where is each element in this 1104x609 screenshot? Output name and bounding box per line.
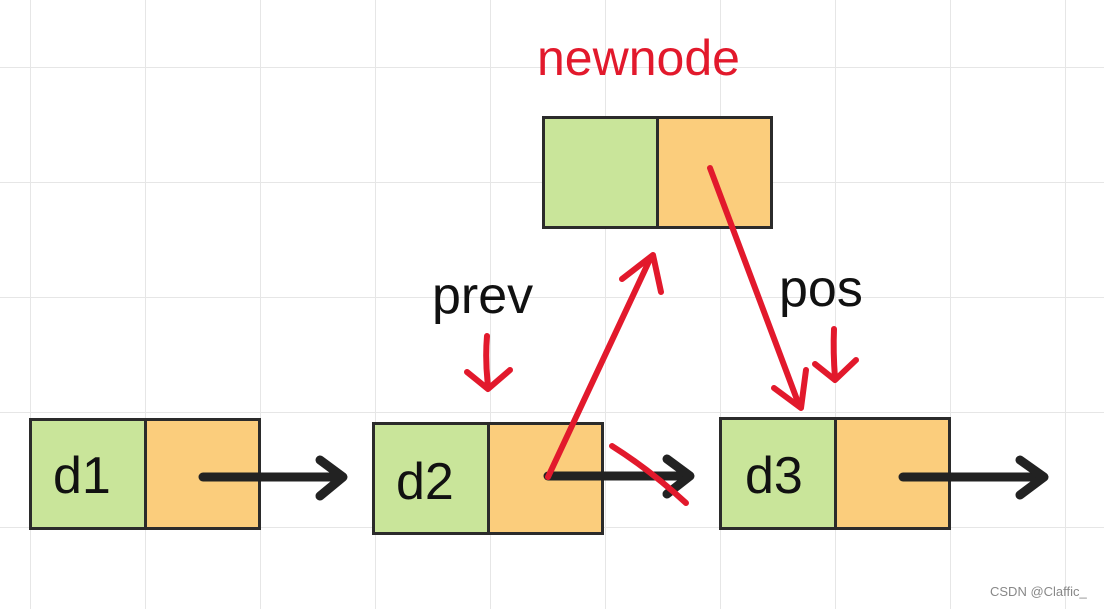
old-link-strike bbox=[609, 443, 689, 506]
pos-down-arrow bbox=[812, 326, 859, 383]
newnode-to-d3-arrow bbox=[707, 165, 809, 411]
prev-down-arrow bbox=[464, 333, 513, 392]
newnode-title: newnode bbox=[537, 30, 740, 86]
next-arrow-d3-null bbox=[898, 455, 1049, 500]
node-d3-data-cell bbox=[719, 417, 837, 530]
watermark: CSDN @Claffic_ bbox=[990, 584, 1087, 599]
d2-to-newnode-arrow bbox=[545, 252, 664, 480]
next-arrow-d1-d2 bbox=[198, 455, 348, 501]
node-d1-label: d1 bbox=[53, 447, 111, 505]
node-d3-label: d3 bbox=[745, 447, 803, 505]
pos-label: pos bbox=[779, 260, 863, 318]
next-arrow-d2-d3 bbox=[543, 454, 695, 499]
prev-label: prev bbox=[432, 267, 534, 325]
newnode-data-cell bbox=[542, 116, 659, 229]
node-d2-data-cell bbox=[372, 422, 490, 535]
node-d1-data-cell bbox=[29, 418, 147, 530]
node-d2-label: d2 bbox=[396, 453, 454, 511]
